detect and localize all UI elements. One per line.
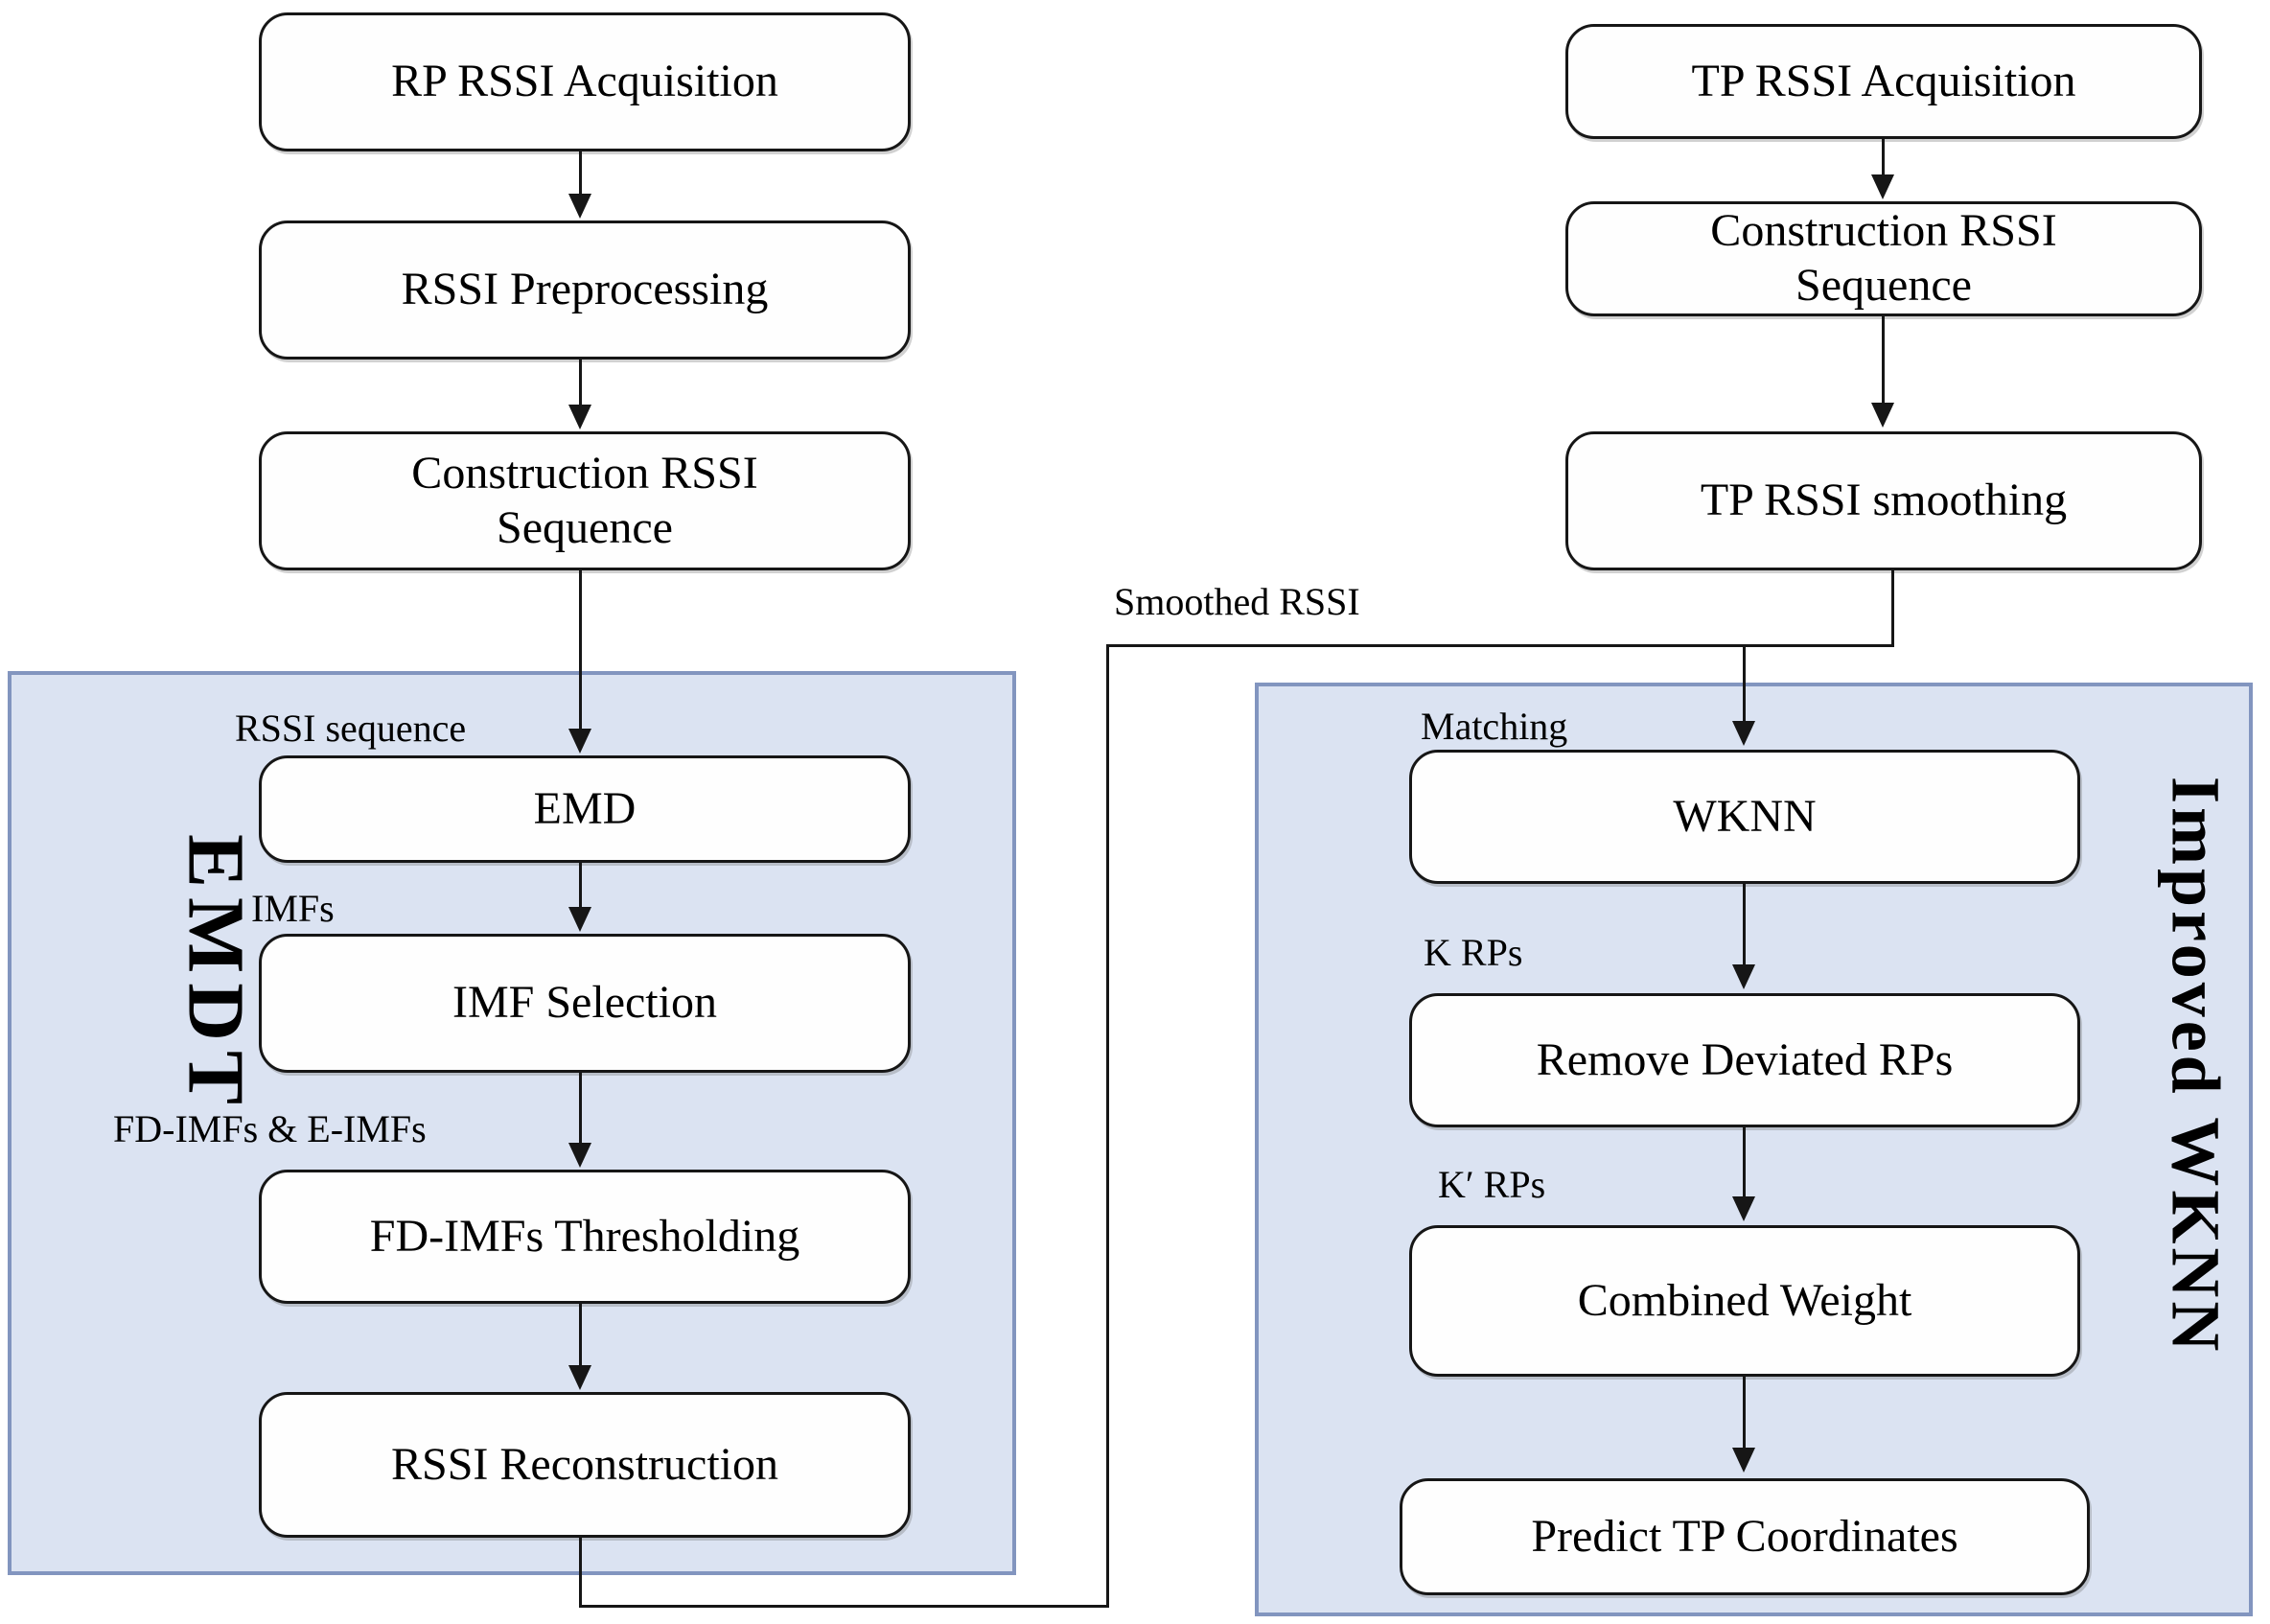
edge-smoothed-run <box>1106 644 1894 647</box>
arrowhead-predict <box>1732 1448 1755 1473</box>
improved-wknn-panel-title: Improved WKNN <box>2142 711 2249 1421</box>
node-wknn: WKNN <box>1409 750 2080 884</box>
node-imf-selection-label: IMF Selection <box>452 977 717 1029</box>
edge-imf-to-thresholding <box>579 1073 582 1146</box>
label-smoothed-rssi: Smoothed RSSI <box>1114 580 1360 623</box>
node-rp-rssi-acquisition: RP RSSI Acquisition <box>259 12 911 151</box>
node-construction-rssi-sequence-right: Construction RSSI Sequence <box>1565 201 2202 316</box>
arrowhead-smoothing <box>1871 403 1894 428</box>
edge-wknn-to-remove <box>1743 884 1746 968</box>
node-combined-label: Combined Weight <box>1577 1274 1912 1326</box>
edge-smoothed-riser <box>1106 644 1109 1608</box>
node-emd: EMD <box>259 755 911 863</box>
node-rssi-preprocessing-label: RSSI Preprocessing <box>401 264 769 315</box>
edge-combined-to-predict <box>1743 1377 1746 1450</box>
edge-thresholding-to-reconstruction <box>579 1304 582 1367</box>
node-emd-label: EMD <box>533 782 637 834</box>
arrowhead-reconstruction <box>568 1365 591 1390</box>
arrowhead-construction-left <box>568 405 591 429</box>
edge-preprocessing-to-construction <box>579 360 582 407</box>
node-tp-rssi-smoothing: TP RSSI smoothing <box>1565 431 2202 570</box>
arrowhead-combined <box>1732 1196 1755 1221</box>
label-k-rps: K RPs <box>1424 931 1523 974</box>
node-thresholding-label: FD-IMFs Thresholding <box>369 1210 800 1262</box>
node-construction-rssi-sequence-left: Construction RSSI Sequence <box>259 431 911 570</box>
node-predict-label: Predict TP Coordinates <box>1531 1510 1958 1562</box>
arrowhead-remove <box>1732 964 1755 989</box>
edge-junction-to-wknn <box>1743 644 1746 725</box>
edge-remove-to-combined <box>1743 1127 1746 1198</box>
node-reconstruction-label: RSSI Reconstruction <box>391 1438 778 1490</box>
node-combined-weight: Combined Weight <box>1409 1225 2080 1377</box>
node-tp-rssi-acquisition-label: TP RSSI Acquisition <box>1691 55 2076 106</box>
node-rssi-preprocessing: RSSI Preprocessing <box>259 220 911 360</box>
arrowhead-thresholding <box>568 1143 591 1168</box>
node-construction-right-label: Construction RSSI Sequence <box>1710 205 2057 311</box>
node-tp-rssi-acquisition: TP RSSI Acquisition <box>1565 24 2202 139</box>
edge-acq-to-preprocessing <box>579 151 582 199</box>
edge-bottom-run <box>579 1605 1109 1608</box>
arrowhead-preprocessing <box>568 194 591 219</box>
node-imf-selection: IMF Selection <box>259 934 911 1073</box>
edge-emd-to-imf-selection <box>579 863 582 911</box>
emdt-title-text: EMDT <box>171 834 261 1114</box>
node-predict-tp-coordinates: Predict TP Coordinates <box>1400 1478 2090 1595</box>
node-construction-left-label: Construction RSSI Sequence <box>411 447 758 553</box>
node-remove-deviated-rps: Remove Deviated RPs <box>1409 993 2080 1127</box>
edge-smoothing-drop <box>1891 570 1894 647</box>
edge-tpacq-to-construction <box>1882 139 1885 177</box>
arrowhead-wknn <box>1732 721 1755 746</box>
arrowhead-construction-right <box>1871 174 1894 199</box>
arrowhead-imf-selection <box>568 907 591 932</box>
emdt-panel-title: EMDT <box>163 792 268 1156</box>
node-remove-label: Remove Deviated RPs <box>1536 1033 1954 1085</box>
node-wknn-label: WKNN <box>1673 790 1817 842</box>
edge-construction-to-smoothing <box>1882 316 1885 406</box>
edge-reconstruction-drop <box>579 1538 582 1608</box>
label-fd-imfs-e-imfs: FD-IMFs & E-IMFs <box>113 1107 427 1150</box>
node-rp-rssi-acquisition-label: RP RSSI Acquisition <box>391 56 778 107</box>
arrowhead-emd <box>568 729 591 754</box>
label-rssi-sequence: RSSI sequence <box>235 707 467 750</box>
label-k-prime-rps: K′ RPs <box>1438 1163 1546 1206</box>
label-matching: Matching <box>1421 705 1568 748</box>
edge-construction-to-emd <box>579 570 582 731</box>
label-imfs: IMFs <box>251 887 335 930</box>
node-rssi-reconstruction: RSSI Reconstruction <box>259 1392 911 1538</box>
node-smoothing-label: TP RSSI smoothing <box>1700 475 2068 526</box>
node-fd-imfs-thresholding: FD-IMFs Thresholding <box>259 1170 911 1304</box>
improved-wknn-title-text: Improved WKNN <box>2157 777 2235 1356</box>
